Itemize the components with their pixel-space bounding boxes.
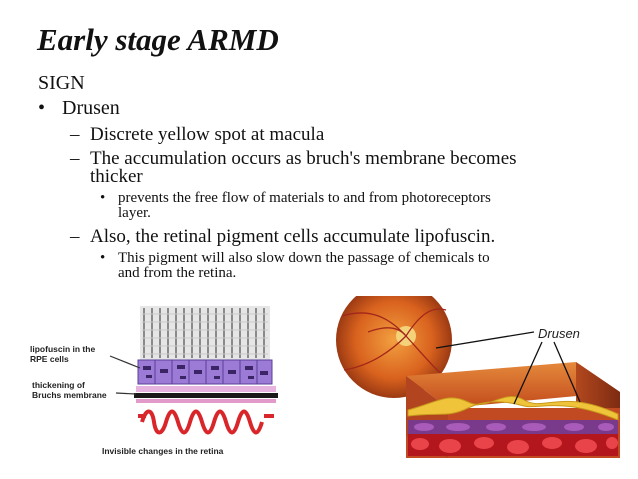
photoreceptor-layer	[140, 306, 270, 360]
retina-layers-figure: lipofuscin in the RPE cells thickening o…	[30, 306, 278, 456]
sub-item-lipofuscin: Also, the retinal pigment cells accumula…	[90, 226, 496, 247]
bullet-marker: •	[100, 250, 106, 266]
choroid-vessel-layer	[138, 409, 274, 435]
section-label: SIGN	[38, 72, 85, 94]
point-free-flow-line2: layer.	[118, 205, 151, 221]
bullet-marker: •	[100, 190, 106, 206]
drusen-pointer-lines	[435, 331, 581, 405]
bullet-marker: •	[38, 97, 46, 119]
label-thickening-line1: thickening of	[32, 380, 85, 390]
dash-marker: –	[70, 124, 80, 145]
slide-title: Early stage ARMD	[37, 22, 279, 57]
point-free-flow-line1: prevents the free flow of materials to a…	[118, 190, 491, 206]
retina-cross-section	[406, 362, 620, 458]
figure-caption: Invisible changes in the retina	[102, 446, 224, 456]
rpe-cell-layer	[137, 359, 273, 385]
label-drusen: Drusen	[538, 326, 580, 341]
item-drusen: Drusen	[62, 97, 120, 119]
sub-item-accumulation-line2: thicker	[90, 166, 143, 187]
label-lipofuscin-line2: RPE cells	[30, 354, 69, 364]
drusen-figure: Drusen	[336, 296, 620, 458]
dash-marker: –	[70, 226, 80, 247]
sub-item-accumulation-line1: The accumulation occurs as bruch's membr…	[90, 148, 517, 169]
label-thickening-line2: Bruchs membrane	[32, 390, 107, 400]
bruchs-membrane-layer	[134, 386, 278, 403]
point-pigment-line2: and from the retina.	[118, 265, 237, 281]
dash-marker: –	[70, 148, 80, 169]
label-lipofuscin-line1: lipofuscin in the	[30, 344, 95, 354]
point-pigment-line1: This pigment will also slow down the pas…	[118, 250, 490, 266]
sub-item-discrete-spot: Discrete yellow spot at macula	[90, 124, 325, 145]
